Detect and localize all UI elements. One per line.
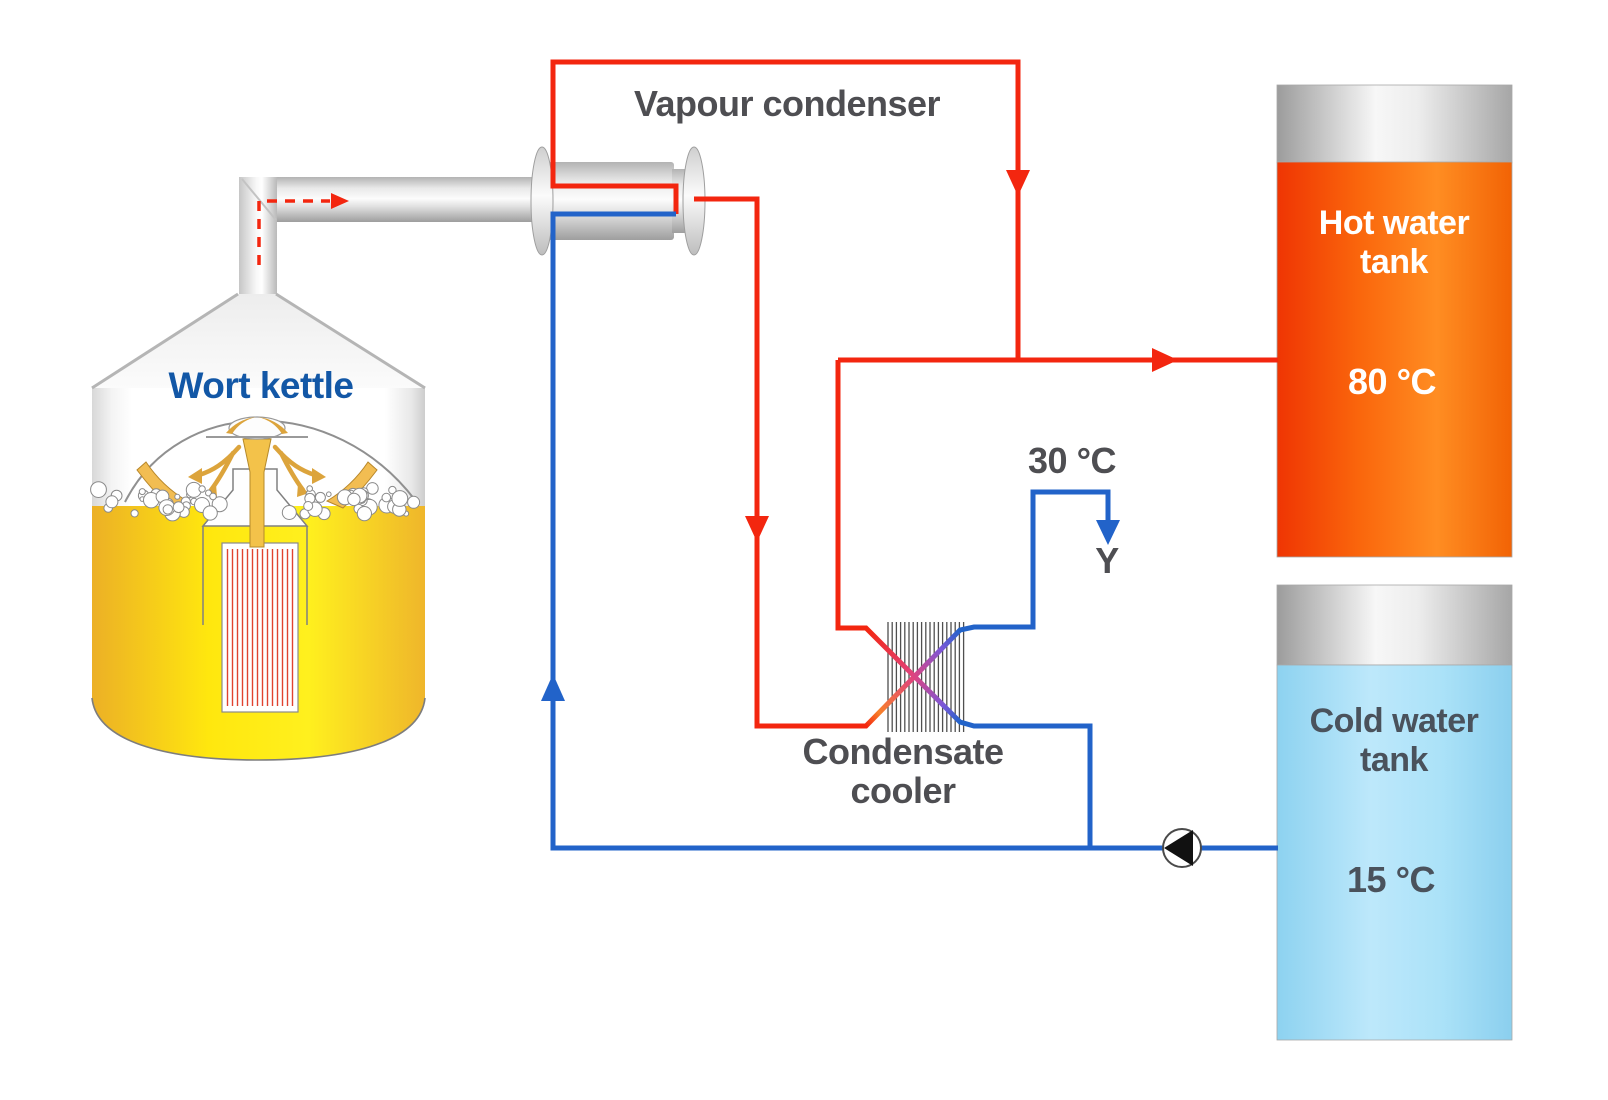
condensate-pipe [694, 196, 852, 729]
hot-water-tank [1276, 84, 1513, 558]
condensate-outlet-y-label: Y [1095, 540, 1119, 581]
kettle-hood [92, 294, 425, 388]
cold-tank-name-line2: tank [1360, 741, 1428, 779]
condensate-outlet-pipe [990, 489, 1111, 630]
cooling-water-cross-pipe [835, 360, 1093, 848]
vapour-condenser [530, 146, 706, 256]
cold-water-pipe [550, 211, 1278, 851]
kettle-bottom-edge [91, 697, 426, 761]
vapour-dashed-arrow [257, 193, 349, 265]
wort-kettle [90, 177, 537, 761]
wort-kettle-label: Wort kettle [168, 365, 354, 406]
outlet-flow-down-arrow [1096, 520, 1120, 545]
hot-flow-to-tank-arrow [1152, 348, 1178, 372]
hot-tank-name: Hot water tank [1318, 204, 1470, 282]
condensate-outlet-temp-label: 30 °C [1028, 440, 1116, 481]
hot-flow-down-arrow [1006, 170, 1030, 196]
vapour-condenser-label: Vapour condenser [633, 83, 941, 124]
hot-water-pipe [550, 59, 1021, 360]
condenser-flange-left [530, 146, 554, 256]
condenser-shell [548, 162, 674, 240]
spray-crest-right [258, 417, 288, 434]
hood-edge-right [275, 292, 426, 390]
hot-tank-body [1276, 161, 1513, 558]
wort-fountain [242, 438, 272, 548]
condensate-cooler-line2: cooler [850, 770, 956, 811]
calandria [221, 542, 299, 713]
pump-icon [1162, 828, 1202, 868]
condensate-cross-pipe [848, 624, 992, 729]
spray-deflector-cap [228, 416, 286, 440]
calandria-heater-tubes [226, 549, 294, 706]
cold-tank-body [1276, 664, 1513, 1041]
cold-tank-name: Cold water tank [1310, 702, 1479, 780]
cold-tank-name-line1: Cold water [1309, 702, 1479, 740]
condensate-flow-down-arrow [745, 516, 769, 542]
cold-tank-temp: 15 °C [1347, 859, 1435, 900]
cold-flow-up-arrow [541, 674, 565, 701]
hot-tank-cap [1276, 84, 1513, 164]
condensate-cooler-label: Condensate cooler [802, 731, 1004, 811]
hood-edge-left [91, 292, 239, 390]
hot-tank-temp: 80 °C [1348, 361, 1436, 402]
foam-bubbles [90, 481, 421, 522]
spray-crest-left [226, 417, 256, 434]
hot-tank-name-line1: Hot water [1318, 204, 1470, 242]
pipe-elbow-seam [241, 178, 277, 221]
cold-tank-cap [1276, 584, 1513, 666]
hot-tank-name-line2: tank [1360, 243, 1428, 281]
cold-water-tank [1276, 584, 1513, 1041]
condensate-cooler-line1: Condensate [802, 731, 1004, 772]
